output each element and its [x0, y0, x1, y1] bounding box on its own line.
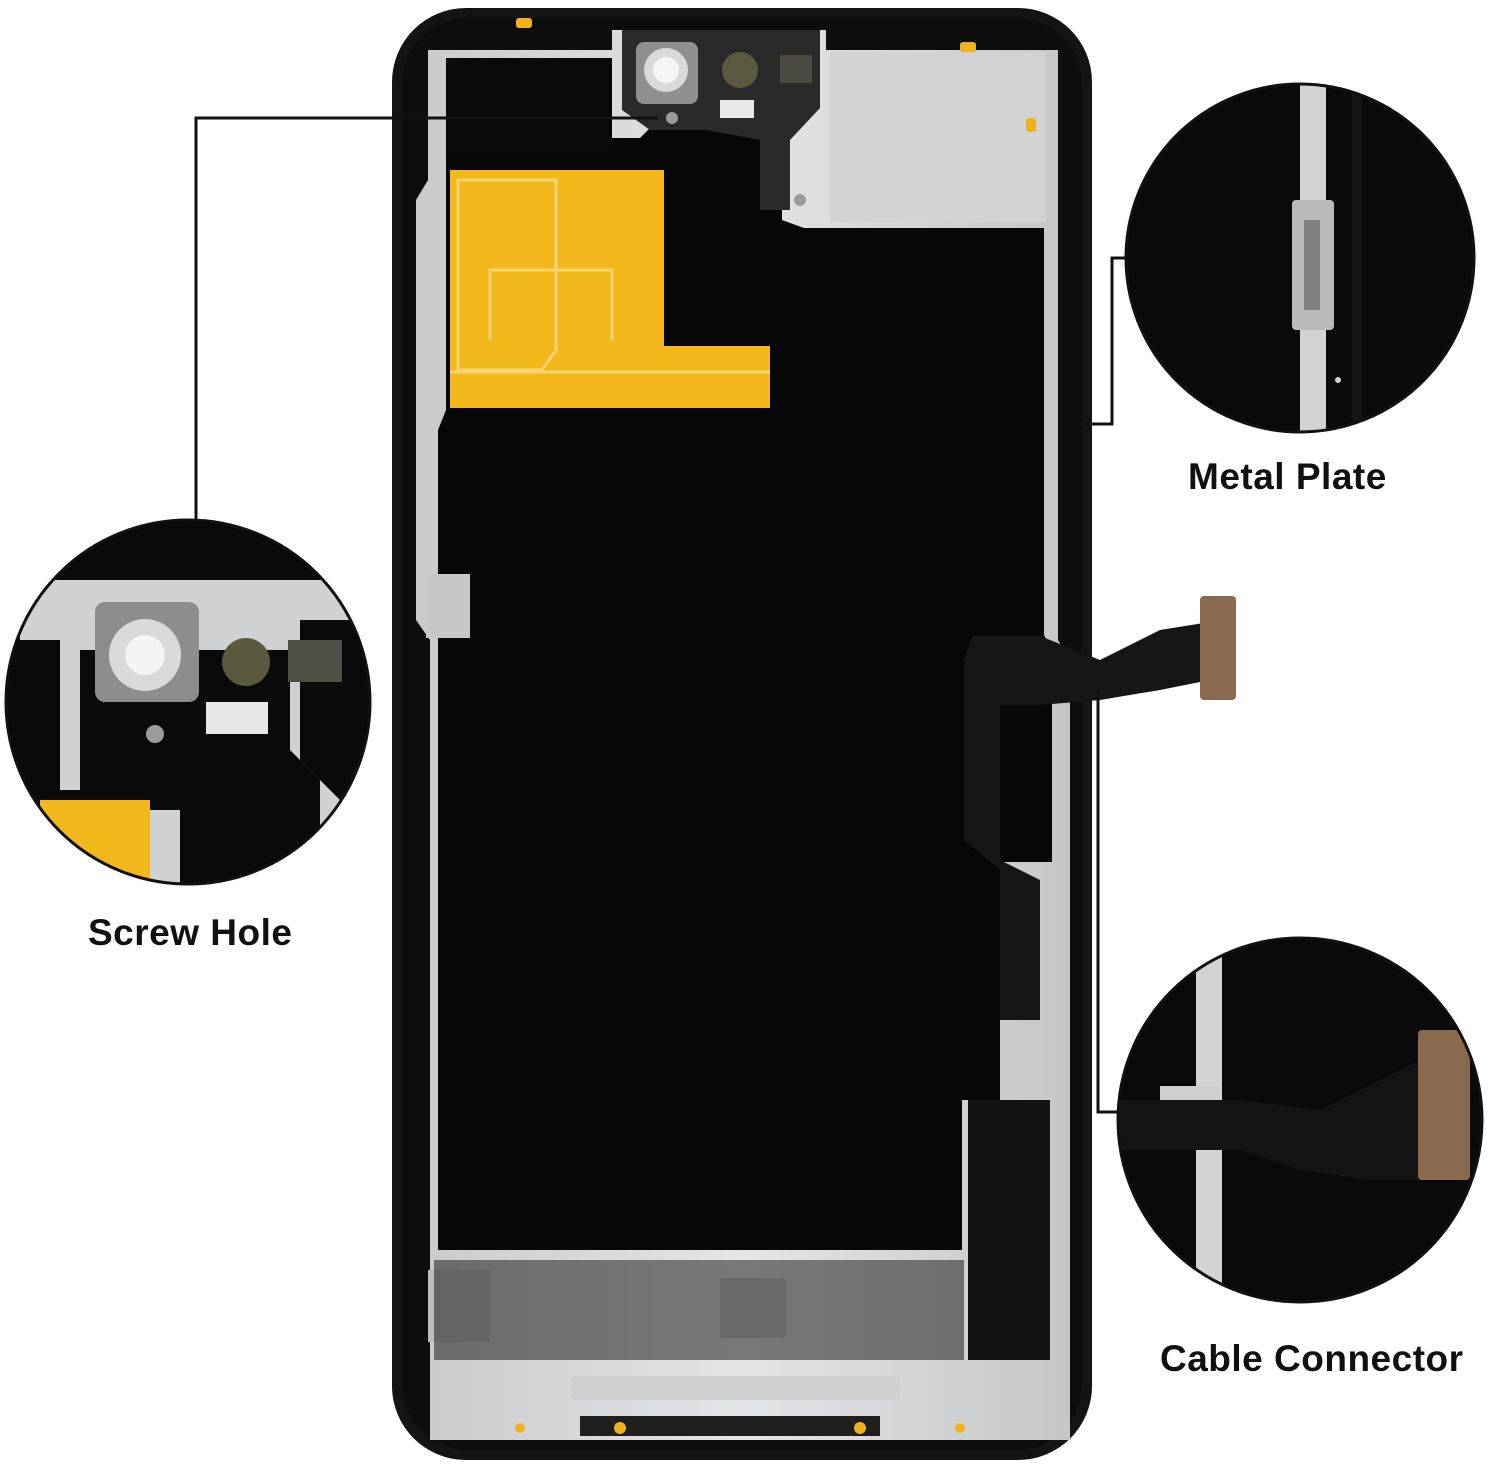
screw-hole-callout-line	[194, 116, 658, 520]
screw-hole-label: Screw Hole	[88, 912, 293, 953]
camera-bracket	[622, 30, 820, 210]
bottom-components	[426, 18, 1050, 1436]
metal-plate-zoom	[1124, 82, 1476, 434]
callout-lines	[194, 116, 1128, 1114]
cable-connector-callout-line	[1096, 690, 1120, 1114]
cable-connector-zoom	[1116, 936, 1484, 1304]
cable-connector-label: Cable Connector	[1160, 1338, 1464, 1379]
metal-plate-callout-line	[1074, 256, 1128, 426]
screw-hole-zoom	[4, 518, 372, 886]
flex-cable	[964, 596, 1236, 1020]
kapton-tape	[450, 170, 770, 408]
flex-connector-icon	[1200, 596, 1236, 700]
metal-plate-label: Metal Plate	[1188, 456, 1387, 497]
screw-icon	[666, 112, 678, 124]
